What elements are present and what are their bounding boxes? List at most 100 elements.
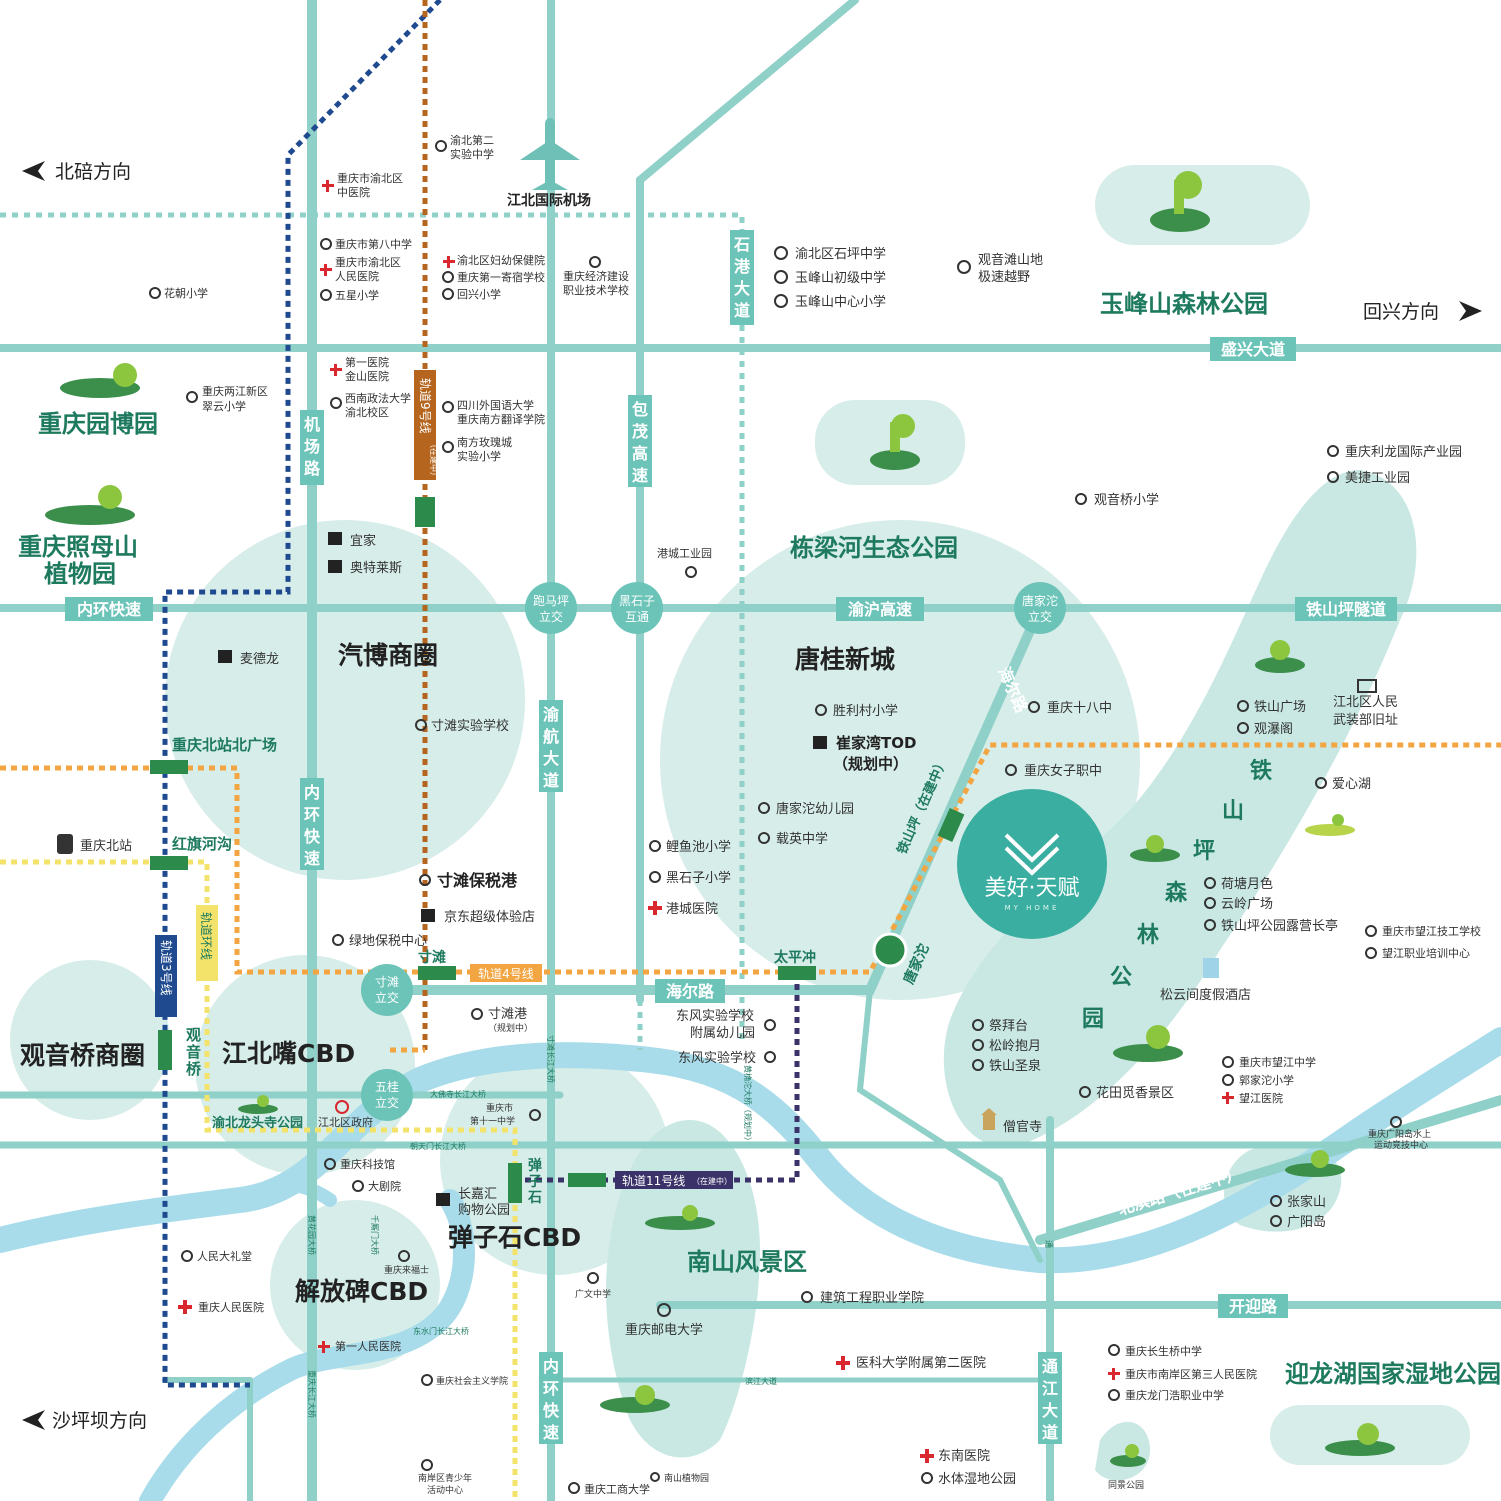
school-icon xyxy=(801,1291,813,1303)
forest-char-2: 坪 xyxy=(1193,839,1215,864)
road-neihuan-s-0: 内 xyxy=(543,1357,559,1376)
park-yinglong: 迎龙湖国家湿地公园 xyxy=(1285,1360,1501,1388)
poi-yubei2-1: 实验中学 xyxy=(450,147,494,161)
forest-char-3: 森 xyxy=(1165,880,1188,906)
shopping-bag-icon xyxy=(218,650,232,663)
school-icon xyxy=(421,1374,433,1386)
scenic-icon xyxy=(324,1158,336,1170)
poi-meijie: 美捷工业园 xyxy=(1345,471,1410,486)
shopping-bag-icon xyxy=(436,1193,450,1206)
scenic-icon xyxy=(1204,897,1216,909)
poi-no11-0: 重庆市 xyxy=(486,1102,513,1114)
school-icon xyxy=(186,391,198,403)
poi-gangcheng-industry: 港城工业园 xyxy=(657,547,712,560)
forest-char-1: 山 xyxy=(1222,799,1244,824)
school-icon xyxy=(657,1303,671,1317)
ic-cuntan-0: 寸滩 xyxy=(375,975,399,989)
tree-icons xyxy=(45,171,1395,1467)
tieshanping-forest-area xyxy=(943,470,1417,1147)
poi-youth-1: 活动中心 xyxy=(427,1484,463,1496)
poi-yubei-tcm-1: 中医院 xyxy=(337,185,370,199)
road-shigang-0: 石 xyxy=(733,235,750,254)
poi-tieshan-spring: 铁山圣泉 xyxy=(989,1058,1041,1074)
metro-station-icon xyxy=(568,1173,606,1187)
forest-char-0: 铁 xyxy=(1250,758,1272,784)
poi-cuntan-exp: 寸滩实验学校 xyxy=(431,718,509,734)
school-icon xyxy=(774,246,788,260)
hotel-icon xyxy=(1203,958,1219,978)
poi-longmenhao: 重庆龙门浩职业中学 xyxy=(1125,1388,1224,1402)
metro-station-icon xyxy=(150,856,188,870)
poi-wangjiang-hospital: 望江医院 xyxy=(1239,1091,1283,1105)
poi-guanyinqiao-school: 观音桥小学 xyxy=(1094,492,1159,508)
port-icon xyxy=(471,1008,483,1020)
metro-badges: 轨道9号线 （在建中） 轨道4号线 轨道3号线 轨道环线 轨道11号线 （在建中… xyxy=(57,370,965,1203)
scenic-icon xyxy=(650,1472,660,1482)
poi-no1-hospital: 第一人民医院 xyxy=(335,1339,401,1353)
road-tongjiang-2: 大 xyxy=(1042,1401,1058,1420)
road-yuhang-1: 航 xyxy=(543,727,559,746)
hospital-icon xyxy=(648,901,662,915)
ic-cuntan-1: 立交 xyxy=(375,990,399,1005)
poi-shengli: 胜利村小学 xyxy=(833,703,898,719)
scenic-icon xyxy=(972,1039,984,1051)
park-labels: 玉峰山森林公园 重庆园博园 重庆照母山 植物园 栋梁河生态公园 南山风景区 迎龙… xyxy=(18,290,1501,1388)
metro-line4-label: 轨道4号线 xyxy=(478,967,534,981)
poi-ikea: 宜家 xyxy=(350,533,376,549)
temple-icon xyxy=(981,1108,997,1130)
road-shengxing: 盛兴大道 xyxy=(1221,340,1285,359)
ic-wugui-1: 立交 xyxy=(375,1095,399,1110)
poi-people-hospital: 重庆人民医院 xyxy=(198,1300,264,1314)
project-marker[interactable]: 美好·天赋 MY HOME xyxy=(957,789,1107,939)
hospital-icon xyxy=(318,1341,330,1353)
poi-armed-0: 江北区人民 xyxy=(1333,695,1398,710)
airport-label: 江北国际机场 xyxy=(507,192,591,209)
school-icon xyxy=(442,288,454,300)
park-nanshan: 南山风景区 xyxy=(687,1248,807,1276)
poi-wangjiang-tech: 重庆市望江技工学校 xyxy=(1382,924,1481,938)
road-shigang-3: 道 xyxy=(734,301,750,320)
station-taipingchong: 太平冲 xyxy=(774,949,816,966)
scenic-icon xyxy=(352,1180,364,1192)
poi-hetang: 荷塘月色 xyxy=(1221,876,1273,892)
district-qibo: 汽博商圈 xyxy=(338,641,438,670)
poi-nanfang-1: 实验小学 xyxy=(457,449,501,463)
bridge-cuntan: 寸滩长江大桥 xyxy=(546,1035,556,1083)
station-guanyinqiao-1: 音 xyxy=(186,1043,201,1061)
rivers xyxy=(0,1027,1501,1501)
school-icon xyxy=(1028,701,1040,713)
poi-no8: 重庆市第八中学 xyxy=(335,237,412,251)
poi-tongjing: 同景公园 xyxy=(1108,1480,1144,1491)
school-icon xyxy=(320,238,332,250)
road-shigang-2: 大 xyxy=(734,279,750,298)
road-shigang-1: 港 xyxy=(734,257,751,276)
hospital-icon xyxy=(1222,1092,1234,1104)
district-labels: 汽博商圈 唐桂新城 观音桥商圈 江北嘴CBD 弹子石CBD 解放碑CBD 江北国… xyxy=(20,192,895,1306)
bridge-dafosi: 大佛寺长江大桥 xyxy=(430,1089,486,1099)
road-jichang-2: 路 xyxy=(304,459,321,478)
road-neihuan-v-2: 快 xyxy=(304,827,321,846)
tree-icon xyxy=(45,485,135,525)
poi-sichuan-0: 四川外国语大学 xyxy=(457,398,534,412)
station-north-square: 重庆北站北广场 xyxy=(172,736,277,754)
scenic-icon xyxy=(1204,919,1216,931)
metro-station-icon xyxy=(778,966,816,980)
school-icon xyxy=(442,271,454,283)
district-jiefangbei: 解放碑CBD xyxy=(295,1277,428,1306)
road-yuhang-2: 大 xyxy=(543,749,559,768)
hospital-icon xyxy=(320,264,332,276)
hospital-icon xyxy=(1108,1368,1120,1380)
road-neihuan-v-0: 内 xyxy=(304,783,320,802)
hospital-icon xyxy=(836,1356,850,1370)
poi-guanyintan-1: 极速越野 xyxy=(978,270,1030,285)
poi-dongnan: 东南医院 xyxy=(938,1448,990,1464)
tree-icon xyxy=(1150,171,1210,232)
direction-east: 回兴方向 xyxy=(1363,301,1439,323)
school-icon xyxy=(649,840,661,852)
poi-wangjiang-middle: 重庆市望江中学 xyxy=(1239,1055,1316,1069)
poi-xinan-1: 渝北校区 xyxy=(345,405,389,419)
school-icon xyxy=(957,260,971,274)
road-tieshanping-tunnel: 铁山坪隧道 xyxy=(1306,600,1386,619)
school-icon xyxy=(529,1109,541,1121)
hospital-icon xyxy=(178,1300,192,1314)
